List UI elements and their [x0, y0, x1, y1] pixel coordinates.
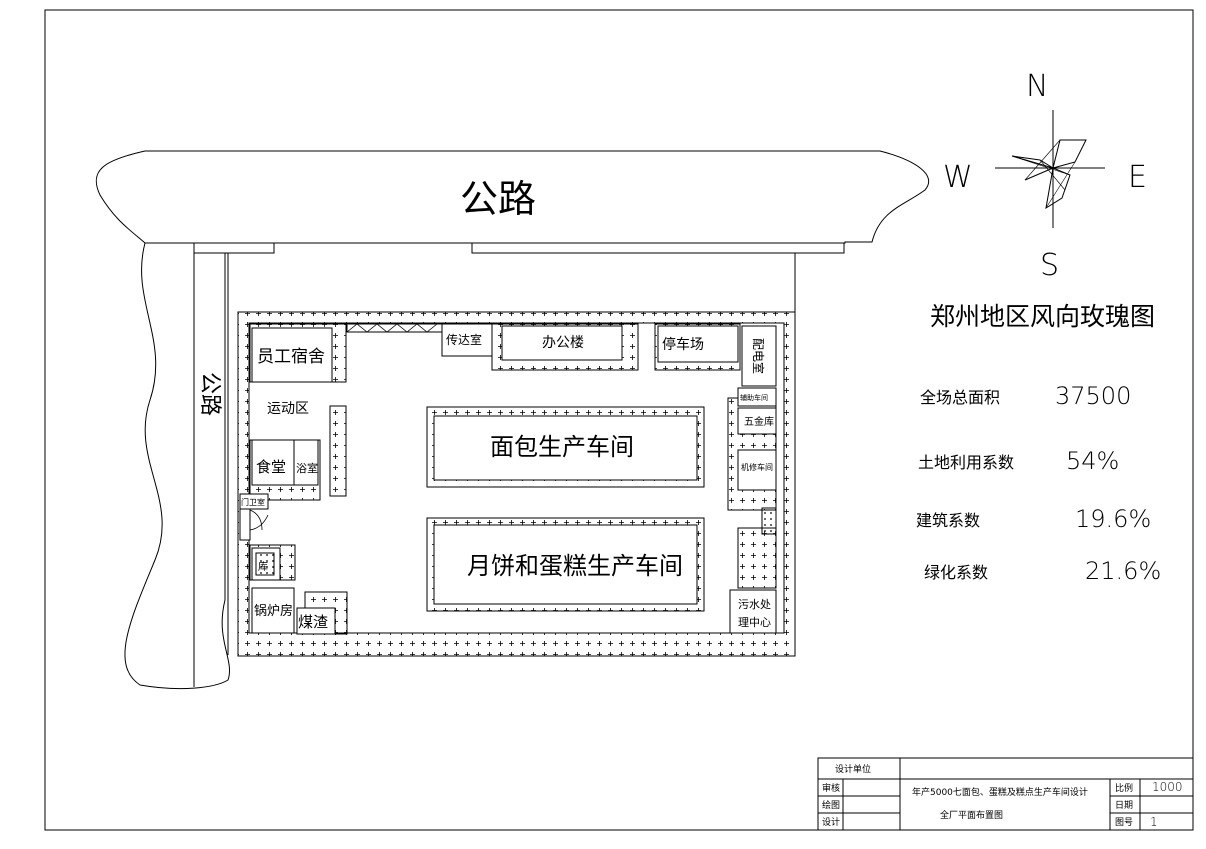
tb-project: 年产5000七面包、蛋糕及糕点生产车间设计 [912, 786, 1088, 798]
road-curb-left [193, 242, 275, 254]
north-road-label: 公路 [460, 177, 536, 221]
hardware-building [737, 407, 777, 435]
office-label: 办公楼 [542, 335, 584, 351]
guard-label: 门卫室 [241, 497, 265, 507]
stat-value-land: 54% [1066, 447, 1119, 475]
storage-label: 库 [258, 560, 268, 573]
dorm-label: 员工宿舍 [257, 347, 325, 367]
sports-label: 运动区 [267, 401, 309, 417]
stat-value-area: 37500 [1055, 382, 1131, 410]
sewage-label-2: 理中心 [738, 616, 771, 629]
stat-label-build: 建筑系数 [916, 511, 980, 530]
tb-no: 1 [1150, 815, 1158, 829]
sewage-building [729, 589, 777, 634]
tb-design: 设计 [822, 816, 840, 828]
bread-label: 面包生产车间 [490, 433, 634, 461]
tb-scale-label: 比例 [1115, 782, 1133, 794]
office-building [501, 325, 623, 361]
substation-label: 配电室 [751, 338, 766, 374]
compass-s: S [1040, 248, 1059, 283]
stat-label-green: 绿化系数 [924, 563, 988, 582]
sewage-label-1: 污水处 [738, 598, 771, 611]
slag-label: 煤渣 [298, 613, 328, 631]
road-curb-right [471, 242, 845, 254]
substation-building [741, 325, 777, 387]
tb-draw: 绘图 [822, 799, 840, 811]
tb-design-unit: 设计单位 [835, 763, 871, 775]
green-strip [329, 405, 347, 497]
west-road-label: 公路 [197, 372, 222, 416]
boiler-building [251, 587, 295, 634]
wind-rose-icon [995, 110, 1105, 228]
compass-n: N [1026, 69, 1048, 104]
aux-label: 辅助车间 [740, 393, 768, 402]
boiler-label: 锅炉房 [254, 603, 293, 619]
mooncake-label: 月饼和蛋糕生产车间 [467, 552, 683, 580]
reception-label: 传达室 [446, 332, 482, 347]
bread-workshop [433, 415, 698, 481]
compass-w: W [943, 160, 973, 195]
repair-building [737, 449, 777, 491]
reception-building [441, 323, 493, 357]
title-block [817, 757, 1194, 831]
guard-building [239, 493, 269, 510]
stat-value-green: 21.6% [1085, 557, 1161, 585]
bath-label: 浴室 [296, 461, 318, 475]
parking-area [657, 325, 739, 363]
canteen-label: 食堂 [256, 458, 286, 476]
stat-label-land: 土地利用系数 [918, 453, 1014, 472]
stat-label-area: 全场总面积 [920, 388, 1000, 407]
stat-value-build: 19.6% [1075, 505, 1151, 533]
north-road [95, 150, 930, 244]
bath-building [293, 439, 319, 486]
hardware-label: 五金库 [744, 415, 774, 428]
mooncake-workshop [433, 524, 698, 605]
aux-building [737, 387, 777, 407]
dorm-building [251, 327, 333, 383]
tb-no-label: 图号 [1115, 817, 1133, 828]
tb-drawing-name: 全厂平面布置图 [940, 809, 1003, 821]
parking-label: 停车场 [662, 336, 704, 353]
repair-label: 机修车间 [741, 462, 773, 472]
small-structure [761, 507, 777, 535]
west-road [124, 242, 230, 690]
compass-e: E [1128, 160, 1147, 195]
wind-rose-caption: 郑州地区风向玫瑰图 [930, 302, 1155, 331]
slag-building [296, 607, 336, 635]
drawing-frame [44, 9, 1194, 831]
tb-scale: 1000 [1152, 780, 1183, 794]
tb-date-label: 日期 [1115, 800, 1133, 811]
tb-review: 审核 [822, 782, 840, 794]
